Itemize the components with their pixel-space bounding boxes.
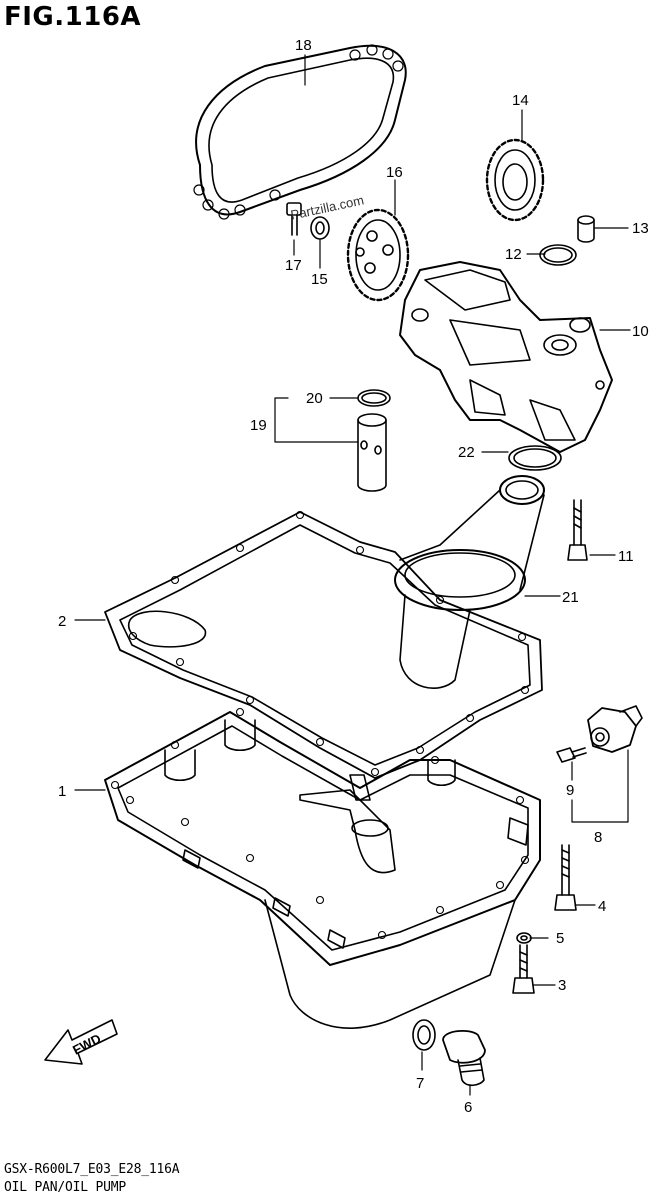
callout-labels: 18 14 16 13 12 17 15 10 20 19 22 11 21 2…: [58, 37, 649, 1116]
part-bolt-17: [286, 202, 302, 236]
callout-14: 14: [512, 92, 529, 109]
part-o-ring-20: [357, 389, 391, 407]
part-o-ring-22: [508, 445, 562, 471]
fwd-arrow-icon: FWD: [44, 1019, 118, 1065]
part-pump-sprocket-16: [346, 208, 410, 302]
callout-10: 10: [632, 323, 649, 340]
callout-20: 20: [306, 390, 323, 407]
leader-lines: [74, 54, 631, 1096]
part-oil-pan-1: [104, 707, 541, 1029]
fwd-label: FWD: [70, 1031, 103, 1058]
callout-8: 8: [594, 829, 602, 846]
part-drive-chain: [193, 44, 407, 220]
callout-4: 4: [598, 898, 606, 915]
callout-11: 11: [618, 548, 634, 565]
part-washer-5: [516, 932, 532, 944]
callout-18: 18: [295, 37, 312, 54]
part-washer-15: [310, 216, 330, 240]
callout-3: 3: [558, 977, 566, 994]
part-bolt-9: [556, 747, 587, 763]
figure-title: FIG.116A: [4, 2, 142, 32]
callout-19: 19: [250, 417, 267, 434]
part-o-ring-12: [539, 244, 577, 266]
callout-16: 16: [386, 164, 403, 181]
callout-5: 5: [556, 930, 564, 947]
callout-13: 13: [632, 220, 649, 237]
callout-6: 6: [464, 1099, 472, 1116]
part-oil-pump-10: [399, 261, 613, 453]
callout-22: 22: [458, 444, 475, 461]
callout-17: 17: [285, 257, 302, 274]
callout-1: 1: [58, 783, 66, 800]
part-bolt-4: [554, 844, 577, 911]
part-pipe-19: [357, 413, 387, 492]
callout-15: 15: [311, 271, 328, 288]
part-drain-plug-6: [442, 1029, 486, 1087]
part-bolt-3: [512, 944, 535, 994]
model-code: GSX-R600L7_E03_E28_116A: [4, 1162, 180, 1177]
part-gasket-7: [412, 1019, 436, 1051]
part-bolt-11: [567, 499, 588, 561]
callout-2: 2: [58, 613, 66, 630]
part-pin-13: [577, 215, 595, 243]
callout-7: 7: [416, 1075, 424, 1092]
callout-12: 12: [505, 246, 522, 263]
part-sprocket-14: [485, 138, 545, 222]
part-switch-8: [587, 705, 643, 753]
callout-9: 9: [566, 782, 574, 799]
part-strainer-21: [394, 475, 545, 689]
section-name: OIL PAN/OIL PUMP: [4, 1180, 127, 1195]
callout-21: 21: [562, 589, 579, 606]
part-gasket-2: [104, 510, 543, 779]
